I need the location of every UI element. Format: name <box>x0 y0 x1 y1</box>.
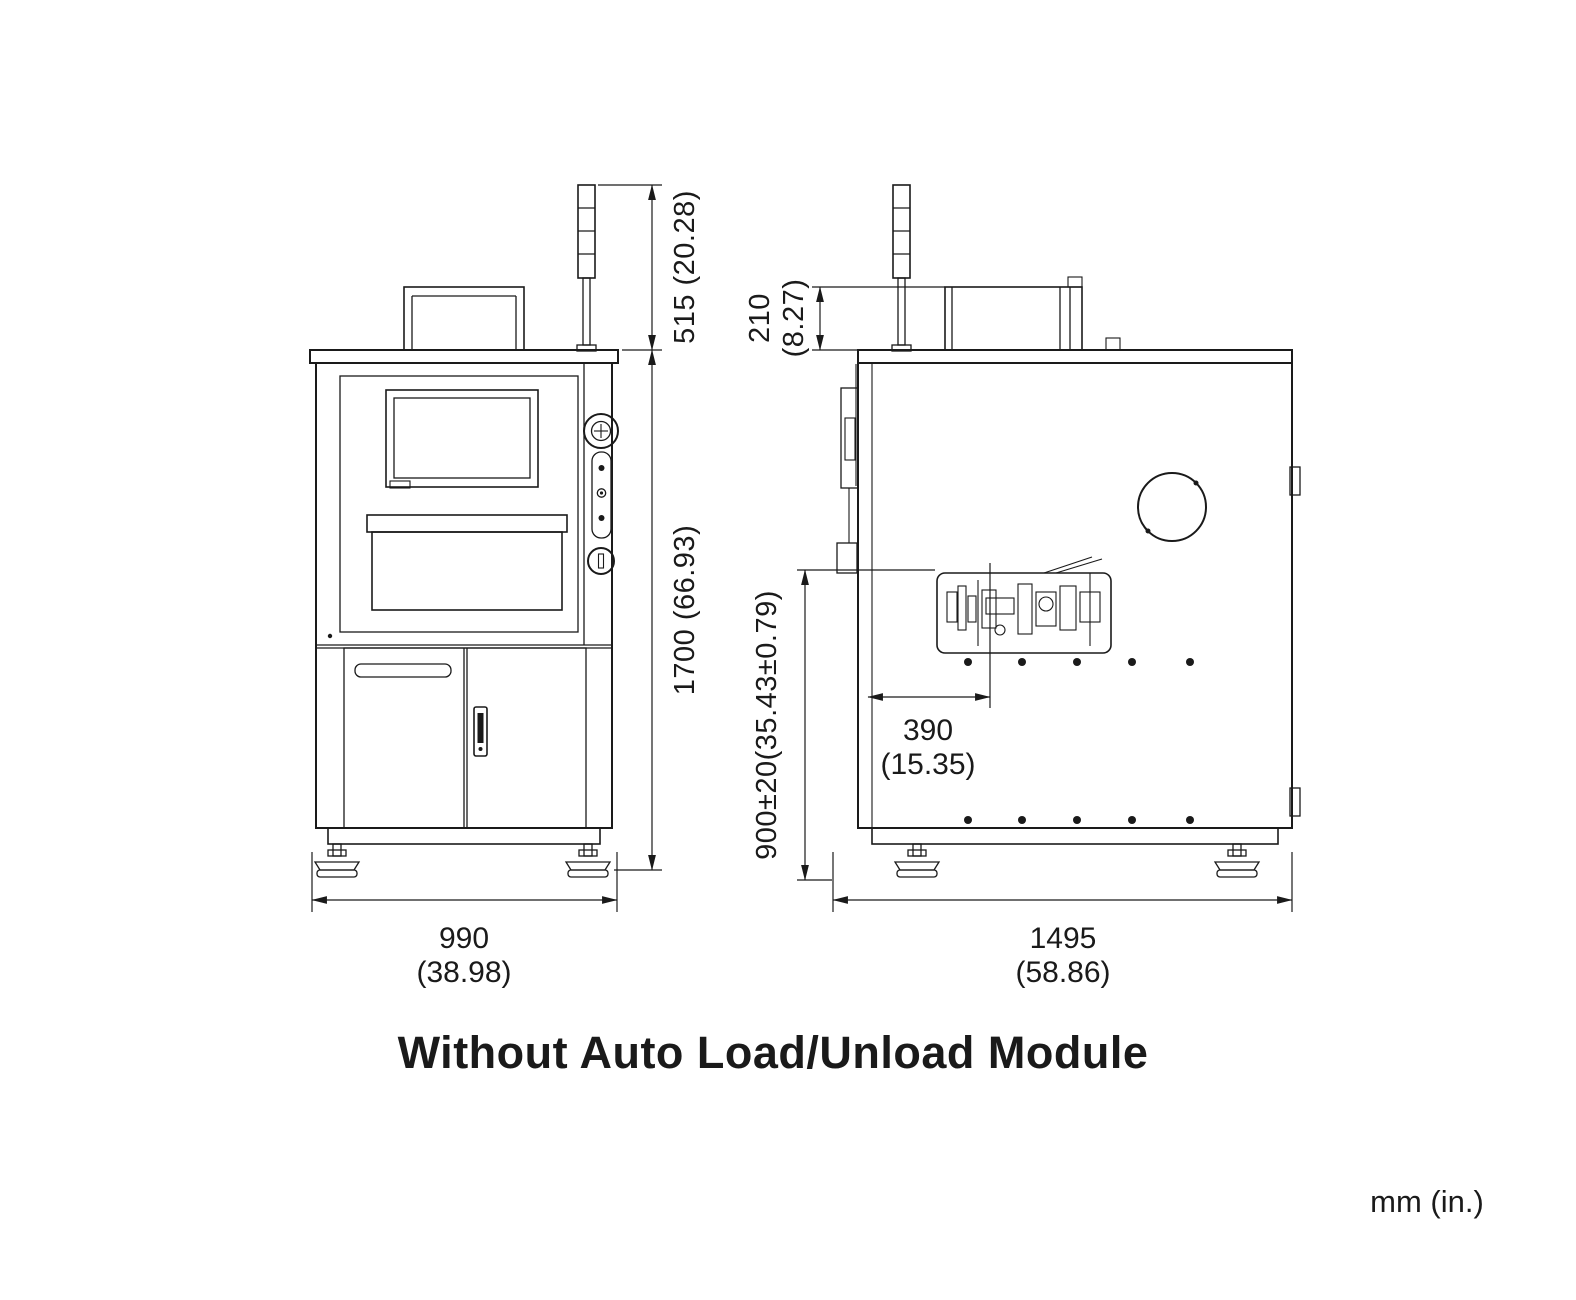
dim-side-offset-in: (15.35) <box>880 748 975 781</box>
front-controls <box>583 413 619 575</box>
front-door-handle <box>473 706 488 757</box>
assembly-cable-2 <box>1055 558 1103 574</box>
dim-front-width-mm: 990 <box>439 922 489 955</box>
dim-front-overall-height: 1700 (66.93) <box>669 525 701 695</box>
side-plinth <box>871 827 1279 845</box>
side-tower-pole <box>897 277 906 346</box>
dim-side-offset-mm: 390 <box>903 714 953 747</box>
front-drawer-lip <box>366 514 568 533</box>
front-monitor <box>385 389 539 489</box>
drawing-caption: Without Auto Load/Unload Module <box>398 1027 1149 1078</box>
front-monitor-screen <box>393 397 531 479</box>
front-screw <box>327 633 333 639</box>
side-base <box>871 827 1279 878</box>
front-plinth <box>327 827 601 845</box>
side-top-plate <box>857 349 1293 364</box>
front-indicator-3 <box>598 515 605 521</box>
side-right-tab-upper <box>1289 466 1301 496</box>
dim-front-tower-height: 515 (20.28) <box>669 190 701 344</box>
front-base <box>313 827 612 878</box>
side-port-hole <box>1137 472 1207 542</box>
front-keyhole <box>597 553 605 569</box>
front-drawer-body <box>371 531 563 611</box>
dimension-labels: 515 (20.28) 1700 (66.93) 990 (38.98) 210… <box>416 190 1110 989</box>
side-bolt-dots-lower <box>964 816 1194 824</box>
assembly-outline <box>936 572 1112 654</box>
assembly-cable-1 <box>1043 556 1093 574</box>
dim-side-depth-in: (58.86) <box>1015 956 1110 989</box>
front-right-foot <box>564 843 612 878</box>
front-lower-cabinet <box>343 647 587 829</box>
front-monitor-bezel <box>385 389 539 488</box>
side-right-tab-lower <box>1289 787 1301 817</box>
front-top-handle <box>403 286 525 351</box>
side-dispense-assembly <box>936 556 1112 654</box>
side-view <box>836 184 1301 878</box>
front-view <box>309 184 619 878</box>
front-left-foot <box>313 843 361 878</box>
dim-side-depth-mm: 1495 <box>1030 922 1097 955</box>
front-top-plate <box>309 349 619 364</box>
front-view-dimensions <box>311 184 662 912</box>
front-signal-tower <box>576 184 597 352</box>
front-upper-panel <box>339 375 579 633</box>
side-right-foot <box>1213 843 1261 878</box>
side-left-foot <box>893 843 941 878</box>
front-indicator-1 <box>598 465 605 471</box>
dim-side-top-module-mm: 210 <box>744 293 776 343</box>
dim-side-work-height: 900±20(35.43±0.79) <box>751 590 783 860</box>
front-key-switch <box>587 547 615 575</box>
front-door-frame <box>343 647 587 829</box>
dim-front-width-in: (38.98) <box>416 956 511 989</box>
front-monitor-tag <box>389 480 411 489</box>
emergency-stop-button <box>583 413 619 449</box>
side-top-fitting <box>1105 337 1121 351</box>
front-drawer <box>366 514 568 611</box>
side-bolt-dots-upper <box>964 658 1194 666</box>
side-left-edge-details <box>836 364 859 574</box>
front-vent-slot <box>354 663 452 678</box>
front-indicator-2 <box>596 488 607 498</box>
side-top-module-cap <box>1067 276 1083 288</box>
side-signal-tower <box>891 184 912 352</box>
side-view-dimensions <box>797 286 1293 912</box>
front-tower-pole <box>582 277 591 346</box>
units-label: mm (in.) <box>1370 1184 1484 1219</box>
front-button-strip <box>591 451 612 539</box>
side-top-module <box>944 276 1121 351</box>
dim-side-top-module-in: (8.27) <box>778 279 810 358</box>
side-latch-block <box>836 542 858 574</box>
